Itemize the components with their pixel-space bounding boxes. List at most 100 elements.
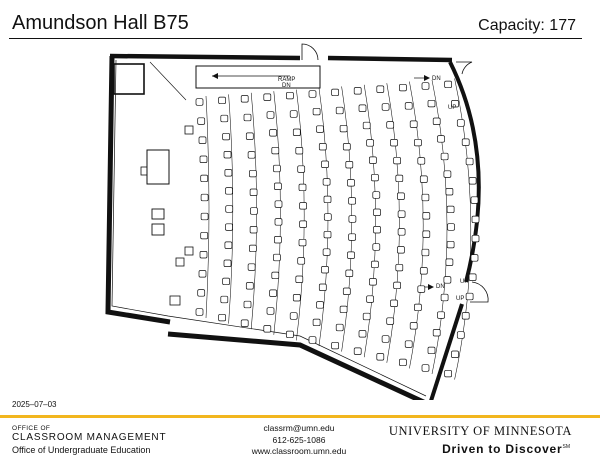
seat	[421, 248, 430, 257]
seat	[271, 146, 280, 155]
seat	[409, 322, 418, 330]
seat	[468, 273, 477, 281]
seat	[421, 193, 430, 202]
seat	[348, 215, 357, 223]
seat	[286, 91, 294, 100]
seat	[345, 161, 354, 169]
seat-row	[263, 91, 283, 335]
seat	[200, 174, 209, 183]
seat	[437, 311, 445, 319]
seat	[243, 300, 252, 309]
aisle-up-lower-label: UP	[460, 279, 468, 285]
seat	[465, 292, 474, 301]
seat	[372, 243, 381, 251]
seat	[358, 330, 367, 338]
seat	[322, 178, 331, 186]
seat	[199, 155, 208, 163]
seat	[369, 278, 377, 286]
seat	[323, 230, 332, 239]
wall-right-curved	[448, 61, 481, 283]
seat	[386, 121, 395, 129]
seat	[390, 299, 398, 307]
seat	[427, 346, 436, 355]
seat	[468, 177, 477, 185]
seat	[266, 111, 275, 119]
seat	[249, 188, 258, 196]
seat	[397, 228, 406, 236]
seat	[274, 200, 283, 208]
storage-closet	[113, 63, 145, 95]
seat	[451, 350, 459, 358]
seat	[195, 98, 204, 106]
seat	[432, 329, 441, 337]
seat	[298, 183, 307, 192]
seat	[373, 226, 381, 234]
aisle-dn-label: DN	[432, 76, 441, 82]
seat	[240, 319, 249, 327]
contact-phone: 612-625-1086	[272, 435, 326, 445]
seat	[386, 317, 395, 325]
seat	[225, 223, 233, 231]
seat	[471, 215, 480, 224]
seat	[461, 312, 470, 320]
seat-row	[421, 79, 455, 375]
seat	[223, 259, 232, 267]
seat	[243, 113, 252, 122]
seat	[289, 110, 298, 118]
seat	[437, 135, 445, 143]
seat	[198, 136, 207, 144]
seat	[274, 236, 282, 244]
seat	[471, 234, 480, 243]
wall-right-lower	[429, 303, 464, 400]
seat-row	[240, 92, 258, 330]
seat	[445, 188, 454, 196]
seat	[427, 99, 436, 108]
seat	[273, 253, 281, 262]
seat	[289, 312, 298, 320]
seat	[245, 282, 254, 290]
seat	[417, 157, 426, 165]
seat	[419, 267, 428, 275]
seat	[393, 281, 401, 290]
contact-email[interactable]: classrm@umn.edu	[263, 423, 335, 433]
seat	[323, 195, 332, 204]
seat	[376, 353, 385, 361]
seat	[404, 102, 413, 110]
aisle-up-bottom-label: UP	[456, 296, 464, 302]
row-tablet-line	[409, 81, 424, 369]
seat	[362, 121, 371, 130]
seat	[456, 331, 465, 339]
seat	[225, 187, 233, 195]
seat	[440, 152, 449, 161]
seat	[390, 139, 398, 147]
seat	[381, 335, 390, 343]
seat	[366, 295, 374, 303]
seat-row	[444, 78, 480, 380]
seat	[421, 82, 430, 90]
seat	[223, 151, 232, 159]
seat	[198, 270, 207, 278]
contact-website[interactable]: www.classroom.umn.edu	[251, 446, 347, 456]
seat	[376, 85, 385, 93]
seat	[422, 212, 431, 220]
row-tablet-line	[363, 84, 376, 358]
seat	[404, 340, 413, 348]
ramp-label: RAMP	[278, 77, 295, 83]
door-top	[301, 43, 319, 61]
seat	[414, 303, 422, 312]
wall-bottom	[167, 331, 426, 400]
seat	[299, 202, 307, 210]
seat	[369, 156, 377, 164]
seat	[414, 138, 422, 147]
seat	[318, 143, 327, 151]
seat-row	[331, 86, 357, 352]
seat	[316, 125, 324, 133]
accessible-seat	[184, 246, 194, 256]
seat	[312, 107, 321, 116]
seat	[342, 287, 351, 295]
seat	[269, 129, 277, 137]
seat	[381, 103, 390, 111]
row-tablet-line	[296, 89, 305, 341]
seat	[331, 341, 339, 350]
seat	[295, 147, 304, 155]
